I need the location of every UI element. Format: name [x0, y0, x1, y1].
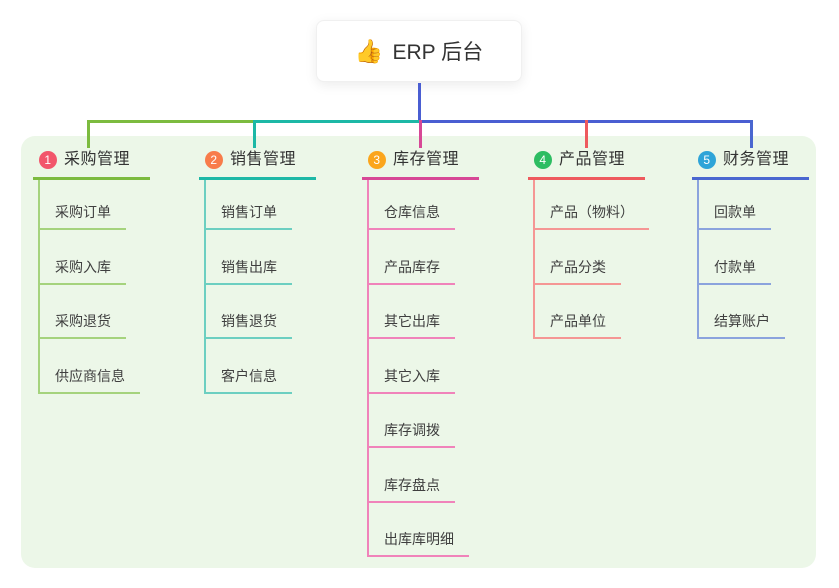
branch-3-child-1[interactable]: 仓库信息: [367, 202, 455, 230]
branch-header-5[interactable]: 5 财务管理: [692, 148, 809, 180]
branch-3-child-4[interactable]: 其它入库: [367, 366, 455, 394]
branch-4-child-3[interactable]: 产品单位: [533, 311, 621, 339]
child-node-label: 结算账户: [697, 311, 785, 339]
branch-3-child-3[interactable]: 其它出库: [367, 311, 455, 339]
child-node-label: 采购订单: [38, 202, 126, 230]
branch-drop-line-3: [418, 120, 422, 148]
child-node-label: 产品（物料）: [533, 202, 649, 230]
branch-header-label: 财务管理: [723, 151, 790, 168]
branch-5-child-3[interactable]: 结算账户: [697, 311, 785, 339]
branch-4-child-1[interactable]: 产品（物料）: [533, 202, 649, 230]
branch-header-4[interactable]: 4 产品管理: [528, 148, 645, 180]
branches-panel: [21, 136, 816, 568]
branch-child-rail-5: [697, 180, 699, 339]
child-node-label: 产品库存: [367, 257, 455, 285]
bus-segment-teal: [252, 120, 419, 123]
branch-5-child-2[interactable]: 付款单: [697, 257, 771, 285]
branch-number-badge: 4: [534, 151, 552, 169]
branch-2-child-1[interactable]: 销售订单: [204, 202, 292, 230]
child-node-label: 产品分类: [533, 257, 621, 285]
child-node-label: 其它出库: [367, 311, 455, 339]
branch-drop-line-5: [749, 120, 753, 148]
branch-header-label: 销售管理: [230, 151, 297, 168]
branch-3-child-2[interactable]: 产品库存: [367, 257, 455, 285]
branch-drop-line-1: [86, 120, 90, 148]
branch-number-badge: 2: [205, 151, 223, 169]
branch-5-child-1[interactable]: 回款单: [697, 202, 771, 230]
root-node-label: ERP 后台: [392, 41, 484, 64]
branch-child-rail-4: [533, 180, 535, 339]
child-node-label: 销售退货: [204, 311, 292, 339]
root-connector-line: [417, 83, 421, 123]
branch-1-child-4[interactable]: 供应商信息: [38, 366, 140, 394]
branch-header-2[interactable]: 2 销售管理: [199, 148, 316, 180]
branch-3-child-6[interactable]: 库存盘点: [367, 475, 455, 503]
branch-number-badge: 5: [698, 151, 716, 169]
branch-child-rail-1: [38, 180, 40, 394]
child-node-label: 产品单位: [533, 311, 621, 339]
branch-drop-line-2: [252, 120, 256, 148]
child-node-label: 供应商信息: [38, 366, 140, 394]
thumbs-up-icon: 👍: [354, 37, 384, 64]
child-node-label: 出库库明细: [367, 529, 469, 557]
child-node-label: 销售订单: [204, 202, 292, 230]
child-node-label: 付款单: [697, 257, 771, 285]
child-node-label: 销售出库: [204, 257, 292, 285]
branch-4-child-2[interactable]: 产品分类: [533, 257, 621, 285]
branch-1-child-1[interactable]: 采购订单: [38, 202, 126, 230]
child-node-label: 库存调拨: [367, 420, 455, 448]
child-node-label: 库存盘点: [367, 475, 455, 503]
child-node-label: 采购入库: [38, 257, 126, 285]
child-node-label: 客户信息: [204, 366, 292, 394]
branch-header-1[interactable]: 1 采购管理: [33, 148, 150, 180]
child-node-label: 回款单: [697, 202, 771, 230]
child-node-label: 仓库信息: [367, 202, 455, 230]
bus-segment-green: [86, 120, 253, 123]
branch-2-child-3[interactable]: 销售退货: [204, 311, 292, 339]
root-node[interactable]: 👍 ERP 后台: [316, 20, 522, 82]
branch-3-child-5[interactable]: 库存调拨: [367, 420, 455, 448]
branch-drop-line-4: [584, 120, 588, 148]
branch-1-child-3[interactable]: 采购退货: [38, 311, 126, 339]
branch-3-child-7[interactable]: 出库库明细: [367, 529, 469, 557]
branch-2-child-4[interactable]: 客户信息: [204, 366, 292, 394]
branch-header-label: 采购管理: [64, 151, 131, 168]
branch-1-child-2[interactable]: 采购入库: [38, 257, 126, 285]
child-node-label: 其它入库: [367, 366, 455, 394]
branch-header-label: 库存管理: [393, 151, 460, 168]
branch-number-badge: 3: [368, 151, 386, 169]
child-node-label: 采购退货: [38, 311, 126, 339]
branch-2-child-2[interactable]: 销售出库: [204, 257, 292, 285]
branch-header-label: 产品管理: [559, 151, 626, 168]
branch-number-badge: 1: [39, 151, 57, 169]
branch-child-rail-3: [367, 180, 369, 557]
branch-header-3[interactable]: 3 库存管理: [362, 148, 479, 180]
branch-child-rail-2: [204, 180, 206, 394]
